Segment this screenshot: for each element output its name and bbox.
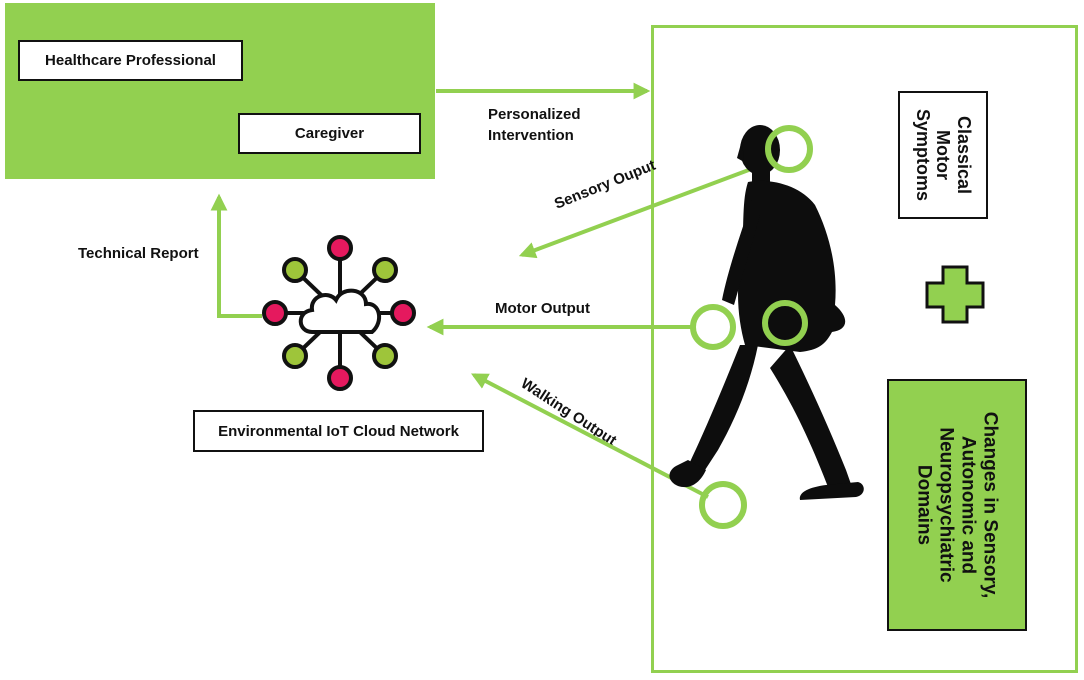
classical-motor-line-1: Classical (954, 115, 975, 195)
caregiver-label: Caregiver (294, 125, 365, 142)
changes-domains-box: Changes in Sensory, Autonomic and Neurop… (887, 379, 1027, 631)
motor-output-label: Motor Output (495, 300, 590, 317)
patient-panel (651, 25, 1078, 673)
cloud-network-icon (262, 235, 416, 391)
walking-output-label: Walking Output (517, 375, 620, 450)
healthcare-professional-box: Healthcare Professional (18, 40, 243, 81)
changes-line-4: Domains (914, 464, 936, 546)
sensory-output-label: Sensory Ouput (552, 156, 659, 213)
classical-motor-line-2: Motor (933, 130, 954, 180)
changes-line-1: Changes in Sensory, (979, 411, 1001, 599)
technical-report-label: Technical Report (78, 245, 199, 262)
personalized-intervention-label: Personalized Intervention (488, 106, 581, 144)
changes-line-2: Autonomic and (957, 435, 979, 575)
caregiver-box: Caregiver (238, 113, 421, 154)
healthcare-professional-label: Healthcare Professional (45, 52, 216, 69)
classical-motor-line-3: Symptoms (912, 108, 933, 202)
iot-network-label: Environmental IoT Cloud Network (218, 422, 459, 440)
classical-motor-symptoms-box: Classical Motor Symptoms (898, 91, 988, 219)
iot-network-box: Environmental IoT Cloud Network (193, 410, 484, 452)
technical-report-arrow (210, 193, 262, 318)
changes-line-3: Neuropsychiatric (936, 427, 957, 583)
